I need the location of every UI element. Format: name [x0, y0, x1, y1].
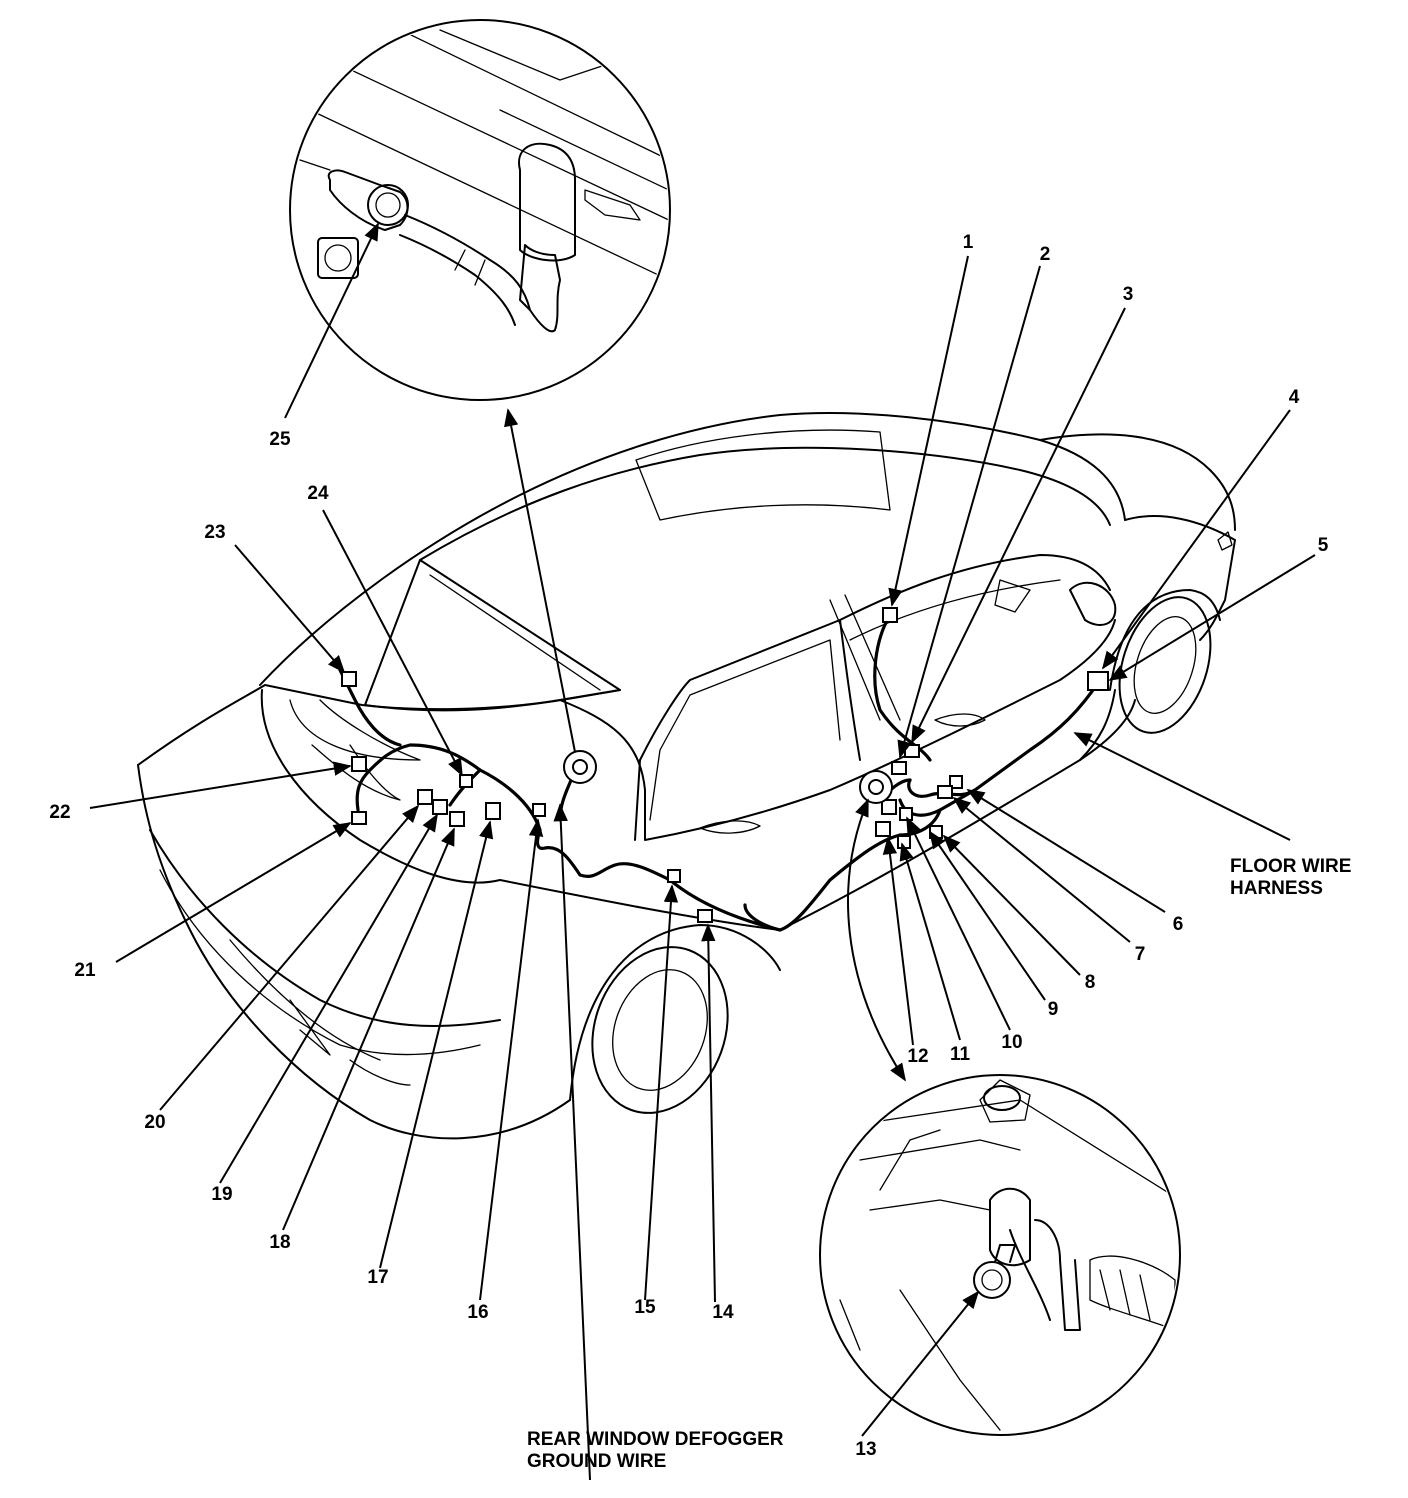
leader-4 — [1101, 409, 1291, 670]
leader-18 — [282, 827, 455, 1231]
leader-7 — [952, 796, 1131, 943]
leader-19 — [219, 813, 438, 1184]
leader-9 — [928, 830, 1046, 1001]
connector-2 — [891, 761, 907, 775]
leader-1 — [888, 255, 969, 607]
callout-16: 16 — [467, 1302, 488, 1323]
callout-2: 2 — [1040, 244, 1051, 265]
callout-4: 4 — [1289, 387, 1300, 408]
connector-23 — [341, 671, 357, 687]
detail-view-ground-13 — [819, 1074, 1181, 1436]
callout-25: 25 — [269, 429, 291, 450]
leader-16 — [479, 818, 544, 1301]
callout-22: 22 — [49, 802, 70, 823]
leader-5 — [1108, 554, 1316, 681]
callout-18: 18 — [269, 1232, 290, 1253]
connector-15 — [667, 869, 681, 883]
callout-15: 15 — [634, 1297, 656, 1318]
connector-20 — [417, 789, 433, 805]
callout-11: 11 — [950, 1044, 971, 1065]
floor-wire-harness-label-line1: FLOOR WIRE — [1230, 856, 1351, 877]
connector-18 — [449, 811, 465, 827]
leader-17 — [379, 820, 494, 1269]
callout-10: 10 — [1001, 1032, 1022, 1053]
connector-17 — [485, 802, 501, 820]
leader-11 — [899, 842, 961, 1041]
connector-21 — [351, 811, 367, 825]
callout-1: 1 — [963, 232, 974, 253]
leader-15 — [644, 884, 679, 1301]
leader-defogger-ground — [553, 803, 591, 1481]
link-arrow-25 — [504, 408, 576, 753]
callout-14: 14 — [712, 1302, 734, 1323]
leader-20 — [159, 804, 420, 1111]
connector-19 — [432, 799, 448, 815]
leader-13 — [861, 1290, 980, 1437]
connector-10 — [899, 807, 913, 821]
leader-22 — [89, 761, 352, 809]
connector-1 — [882, 607, 898, 623]
leader-23 — [234, 544, 346, 674]
callout-21: 21 — [74, 960, 96, 981]
leader-21 — [115, 822, 352, 963]
leader-24 — [322, 509, 463, 777]
callout-24: 24 — [307, 483, 329, 504]
callout-7: 7 — [1135, 944, 1146, 965]
leader-6 — [966, 789, 1166, 913]
detail-links — [504, 408, 906, 1082]
connector-11 — [875, 821, 891, 837]
leader-14 — [701, 923, 716, 1303]
callout-numbers: 1 2 3 4 5 6 7 8 9 10 11 12 13 14 15 16 1… — [49, 232, 1328, 1460]
leader-12 — [882, 836, 914, 1046]
connector-7 — [937, 785, 953, 799]
callout-23: 23 — [204, 522, 225, 543]
connector-9 — [897, 835, 911, 849]
link-arrow-13 — [847, 798, 906, 1082]
callout-5: 5 — [1318, 535, 1329, 556]
floor-wire-harness-label-line2: HARNESS — [1230, 878, 1323, 899]
leader-2 — [897, 265, 1041, 759]
callout-20: 20 — [144, 1112, 165, 1133]
callout-3: 3 — [1123, 284, 1134, 305]
connector-5 — [1087, 671, 1109, 691]
callout-19: 19 — [211, 1184, 232, 1205]
text-labels: FLOOR WIRE HARNESS REAR WINDOW DEFOGGER … — [527, 856, 1351, 1472]
connector-16 — [532, 803, 546, 817]
callout-17: 17 — [367, 1267, 388, 1288]
car-body-outline — [137, 412, 1236, 1140]
leader-8 — [942, 834, 1081, 976]
connector-22 — [351, 756, 367, 772]
leader-lines — [89, 222, 1316, 1481]
leader-10 — [906, 816, 1011, 1031]
leader-3 — [911, 307, 1126, 744]
callout-13: 13 — [855, 1439, 876, 1460]
ground-13-bolt — [868, 779, 884, 795]
floor-wire-harness — [338, 613, 1102, 932]
defogger-ground-label-line2: GROUND WIRE — [527, 1451, 666, 1472]
callout-12: 12 — [907, 1046, 928, 1067]
callout-6: 6 — [1173, 914, 1184, 935]
defogger-ground-label-line1: REAR WINDOW DEFOGGER — [527, 1429, 784, 1450]
connector-12 — [881, 799, 897, 815]
detail-view-ground-25 — [289, 19, 671, 401]
ground-25-bolt — [572, 759, 588, 775]
connector-3 — [904, 744, 920, 758]
connector-14 — [697, 909, 713, 923]
callout-8: 8 — [1085, 972, 1096, 993]
connector-24 — [459, 774, 473, 788]
leader-floor-harness — [1073, 732, 1291, 841]
leader-25 — [284, 222, 379, 419]
callout-9: 9 — [1048, 999, 1059, 1020]
